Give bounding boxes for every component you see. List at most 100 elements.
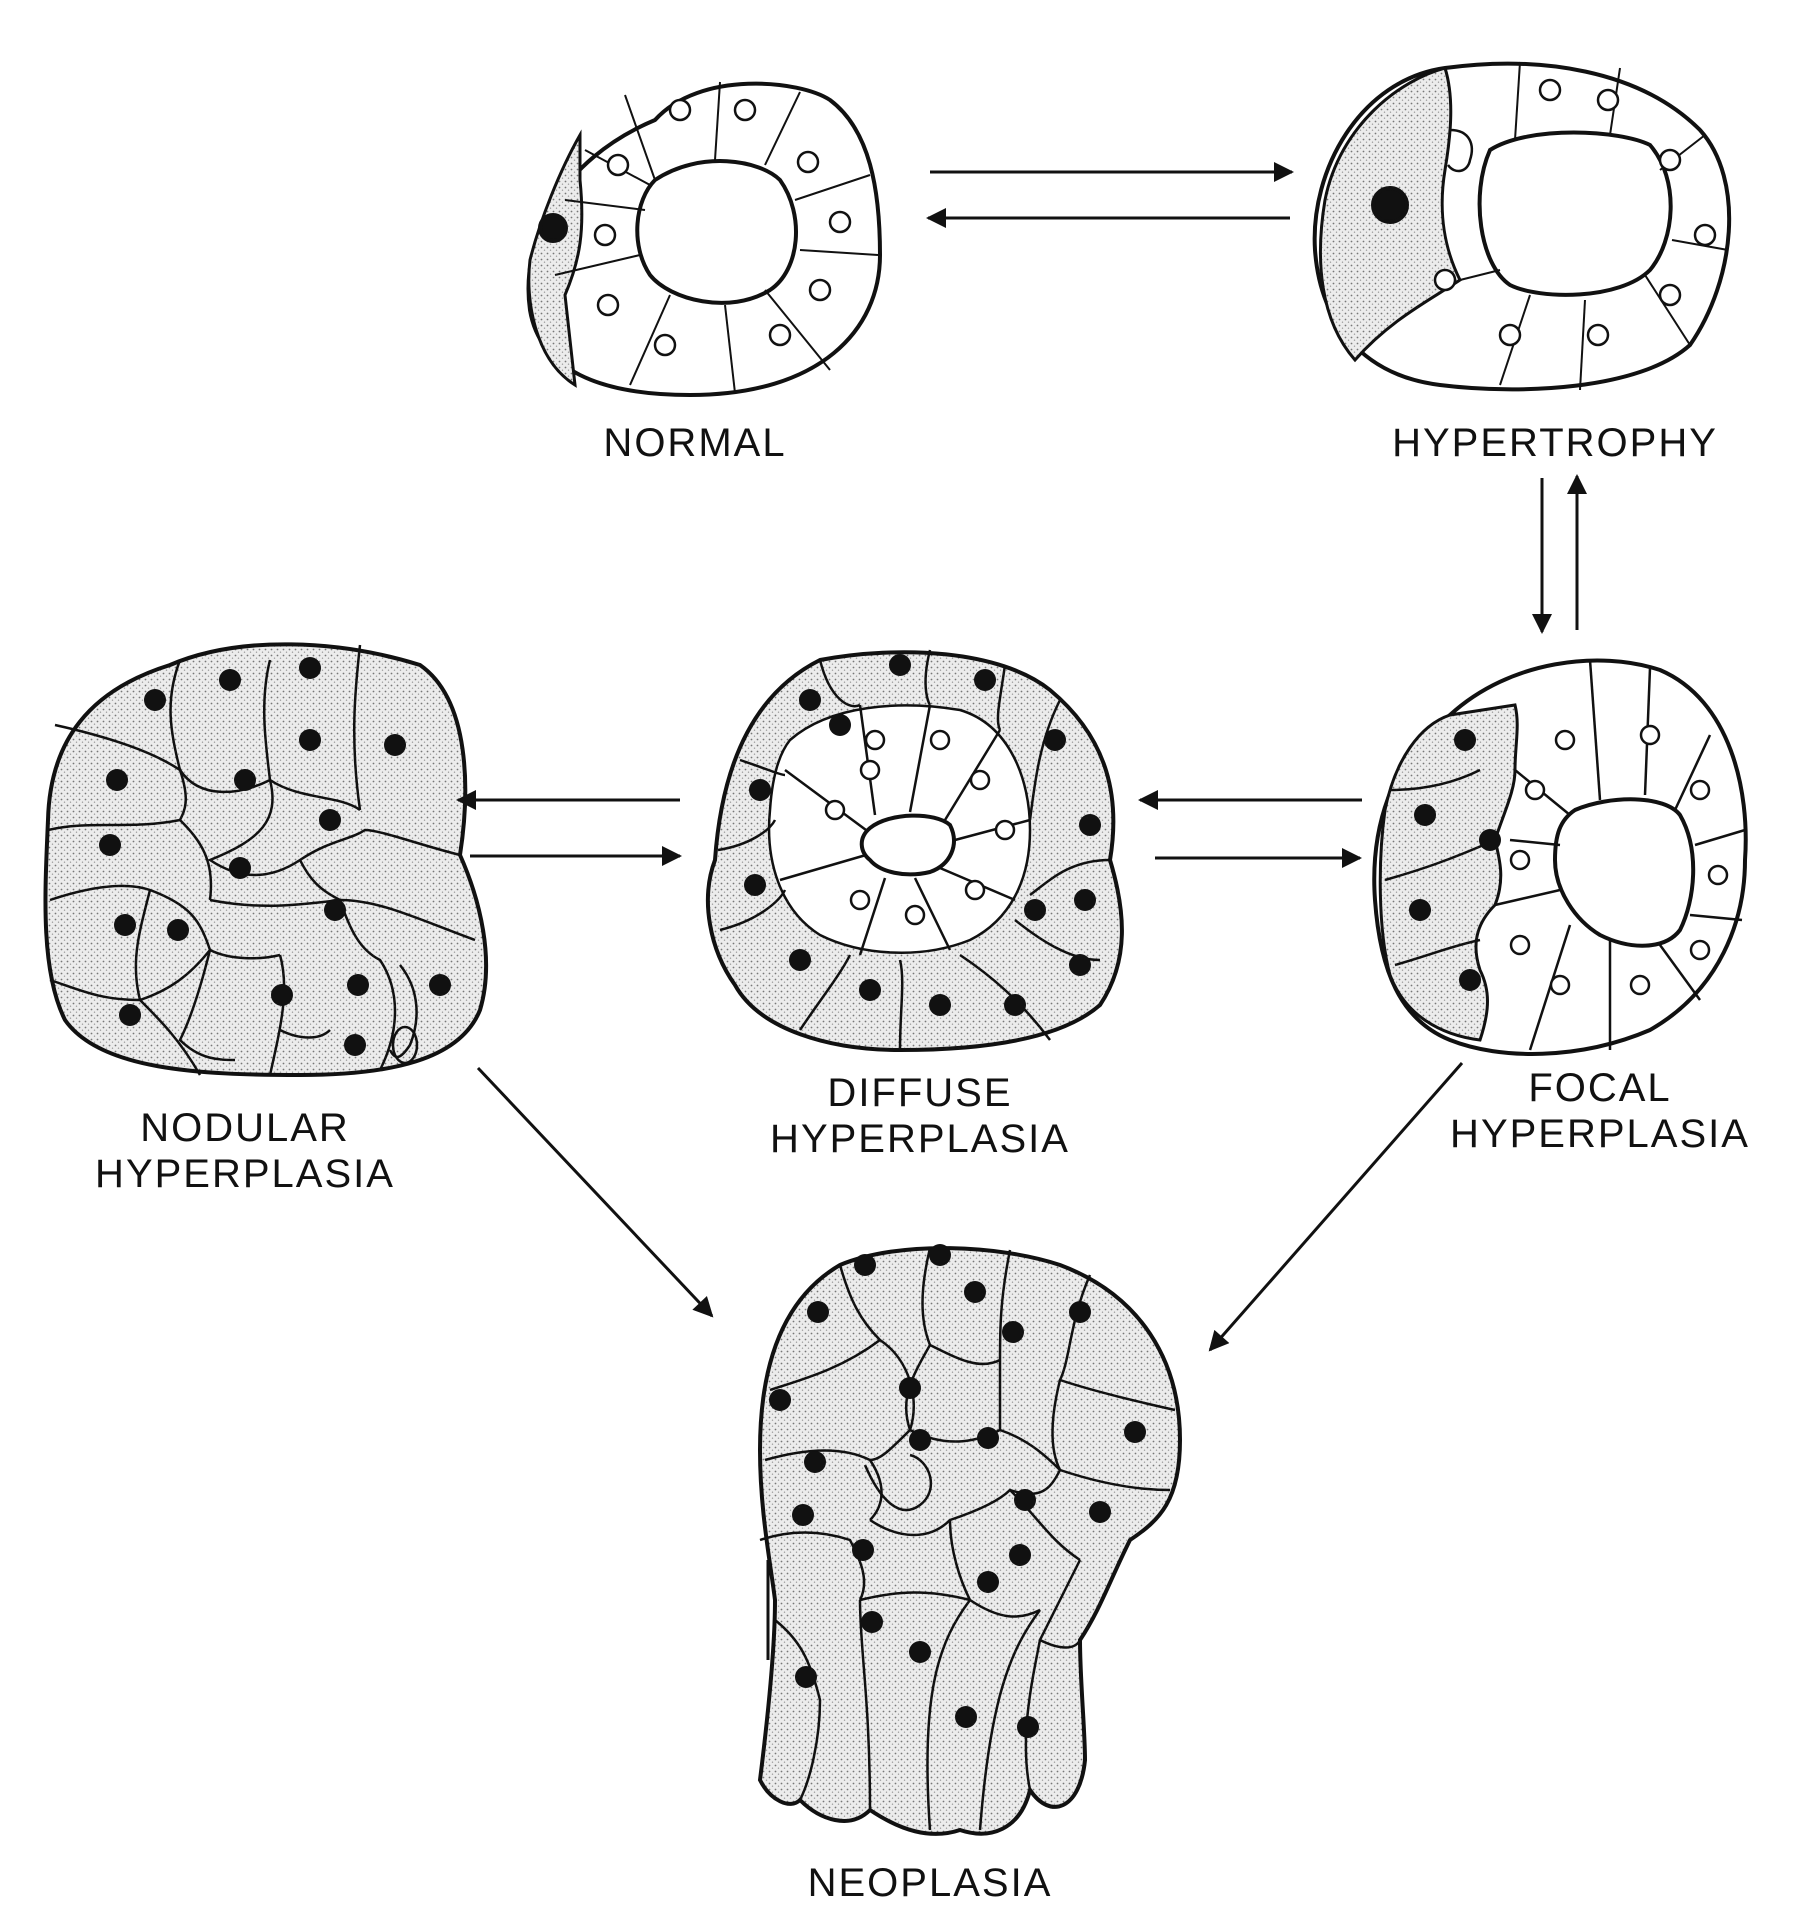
nucleus bbox=[889, 654, 911, 676]
nucleus bbox=[974, 669, 996, 691]
nucleus bbox=[1409, 899, 1431, 921]
nucleus bbox=[977, 1427, 999, 1449]
label-diffuse-line2: HYPERPLASIA bbox=[770, 1117, 1070, 1161]
nucleus bbox=[299, 657, 321, 679]
nucleus bbox=[749, 779, 771, 801]
nucleus bbox=[1454, 729, 1476, 751]
label-focal-line1: FOCAL bbox=[1528, 1066, 1672, 1110]
label-normal-line1: NORMAL bbox=[603, 421, 787, 465]
nucleus bbox=[829, 714, 851, 736]
lumen bbox=[859, 813, 956, 877]
stippled-cell bbox=[527, 129, 584, 388]
nucleus bbox=[799, 689, 821, 711]
label-nodular-hyperplasia: NODULAR HYPERPLASIA bbox=[95, 1105, 395, 1197]
nucleus bbox=[929, 1244, 951, 1266]
nucleus bbox=[828, 210, 852, 234]
nucleus bbox=[733, 98, 757, 122]
nucleus bbox=[1538, 78, 1562, 102]
neoplasia-cluster bbox=[757, 1244, 1183, 1836]
nucleus bbox=[1498, 323, 1522, 347]
nucleus bbox=[899, 1377, 921, 1399]
nucleus bbox=[1014, 1489, 1036, 1511]
nucleus bbox=[769, 1389, 791, 1411]
nucleus bbox=[653, 333, 677, 357]
nucleus bbox=[1596, 88, 1620, 112]
label-diffuse-line1: DIFFUSE bbox=[827, 1071, 1013, 1115]
nucleus bbox=[792, 1504, 814, 1526]
nodular-hyperplasia-cluster bbox=[43, 642, 489, 1078]
nucleus bbox=[1079, 814, 1101, 836]
nucleus bbox=[977, 1571, 999, 1593]
nucleus bbox=[1414, 804, 1436, 826]
label-normal: NORMAL bbox=[603, 420, 786, 466]
nucleus bbox=[1433, 268, 1457, 292]
nucleus bbox=[219, 669, 241, 691]
nucleus bbox=[429, 974, 451, 996]
nucleus bbox=[1479, 829, 1501, 851]
label-focal-hyperplasia: FOCAL HYPERPLASIA bbox=[1450, 1065, 1750, 1157]
nucleus bbox=[106, 769, 128, 791]
nucleus bbox=[861, 1611, 883, 1633]
nucleus bbox=[964, 1281, 986, 1303]
nucleus bbox=[795, 1666, 817, 1688]
label-neoplasia-line1: NEOPLASIA bbox=[807, 1861, 1053, 1905]
nucleus bbox=[808, 278, 832, 302]
nucleus bbox=[1044, 729, 1066, 751]
lumen bbox=[1477, 130, 1673, 297]
dark-nucleus bbox=[1371, 186, 1409, 224]
label-nodular-line2: HYPERPLASIA bbox=[95, 1152, 395, 1196]
nucleus bbox=[909, 1641, 931, 1663]
nucleus bbox=[1069, 1301, 1091, 1323]
hypertrophy-acinus bbox=[1312, 61, 1732, 392]
nucleus bbox=[234, 769, 256, 791]
nucleus bbox=[593, 223, 617, 247]
normal-acinus bbox=[526, 81, 883, 398]
label-hypertrophy-line1: HYPERTROPHY bbox=[1392, 421, 1718, 465]
nucleus bbox=[1586, 323, 1610, 347]
arrows bbox=[456, 162, 1587, 1352]
diffuse-hyperplasia-acinus bbox=[705, 649, 1124, 1053]
nucleus bbox=[909, 1429, 931, 1451]
nucleus bbox=[606, 153, 630, 177]
label-hypertrophy: HYPERTROPHY bbox=[1392, 420, 1718, 466]
nucleus bbox=[167, 919, 189, 941]
nucleus bbox=[668, 98, 692, 122]
nucleus bbox=[1024, 899, 1046, 921]
nucleus bbox=[114, 914, 136, 936]
nucleus bbox=[1004, 994, 1026, 1016]
nucleus bbox=[144, 689, 166, 711]
nucleus bbox=[1124, 1421, 1146, 1443]
nucleus bbox=[1459, 969, 1481, 991]
arrow-focal-to-neoplasia bbox=[1208, 1062, 1464, 1352]
nucleus bbox=[1002, 1321, 1024, 1343]
nucleus bbox=[1089, 1501, 1111, 1523]
nucleus bbox=[271, 984, 293, 1006]
nucleus bbox=[384, 734, 406, 756]
nucleus bbox=[854, 1254, 876, 1276]
nucleus bbox=[299, 729, 321, 751]
nucleus bbox=[807, 1301, 829, 1323]
nucleus bbox=[1017, 1716, 1039, 1738]
nucleus bbox=[1009, 1544, 1031, 1566]
nucleus bbox=[1658, 283, 1682, 307]
arrow-nodular-to-neoplasia bbox=[476, 1066, 714, 1318]
nucleus bbox=[955, 1706, 977, 1728]
nucleus bbox=[344, 1034, 366, 1056]
nucleus bbox=[768, 323, 792, 347]
nucleus bbox=[229, 857, 251, 879]
lumen bbox=[1552, 797, 1696, 948]
lumen bbox=[635, 159, 798, 305]
nucleus bbox=[347, 974, 369, 996]
label-diffuse-hyperplasia: DIFFUSE HYPERPLASIA bbox=[770, 1070, 1070, 1162]
nucleus bbox=[1658, 148, 1682, 172]
nucleus bbox=[1693, 223, 1717, 247]
nucleus bbox=[744, 874, 766, 896]
nucleus bbox=[859, 979, 881, 1001]
nucleus bbox=[1069, 954, 1091, 976]
nucleus bbox=[99, 834, 121, 856]
nucleus bbox=[789, 949, 811, 971]
nucleus bbox=[319, 809, 341, 831]
dark-nucleus bbox=[538, 213, 568, 243]
nucleus bbox=[852, 1539, 874, 1561]
